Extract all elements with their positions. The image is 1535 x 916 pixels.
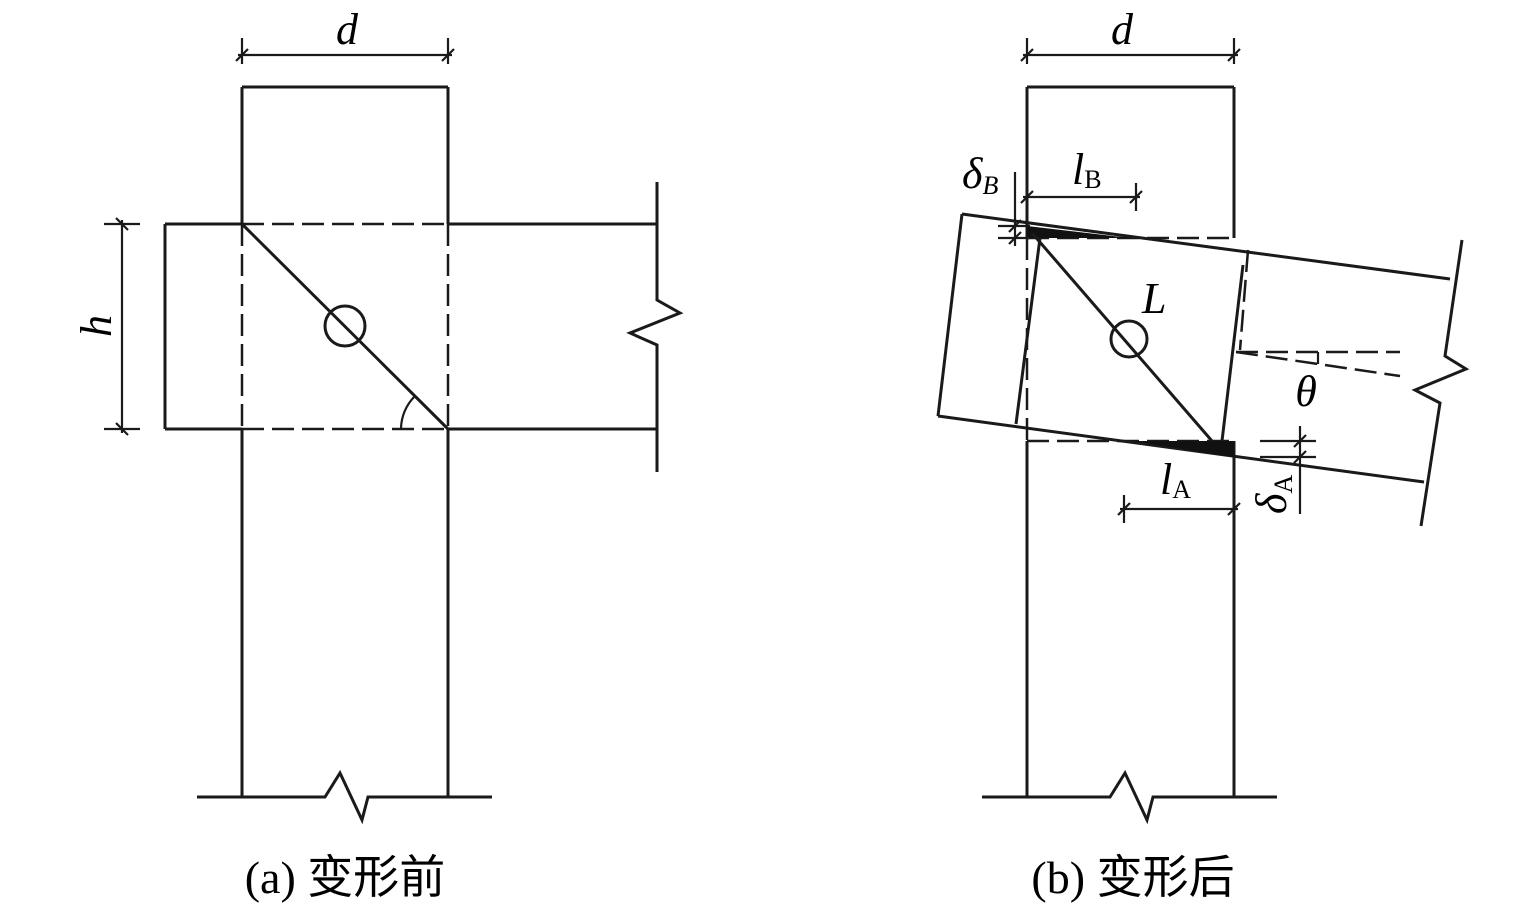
- angle-arc-a: [399, 395, 416, 430]
- bolt-label: L: [1141, 274, 1166, 323]
- dim-h-label: h: [72, 315, 121, 337]
- dim-la: lA: [1117, 455, 1241, 523]
- column-a: [240, 85, 450, 797]
- caption-b: (b) 变形后: [1031, 850, 1234, 904]
- dim-d-a: d: [235, 5, 455, 64]
- caption-a: (a) 变形前: [245, 850, 446, 904]
- joint-dashed-edges-a: [240, 222, 450, 431]
- dim-la-label: lA: [1160, 455, 1191, 504]
- gap-wedge-a: [1132, 441, 1234, 457]
- dim-delta-a: δA: [1247, 426, 1316, 514]
- beam-break-line-a: [626, 182, 684, 472]
- joint-dashed-edges-b: [1025, 236, 1250, 443]
- dim-lb: lB: [1020, 145, 1143, 211]
- beam-break-line-b: [1411, 239, 1470, 527]
- bolt-circle-a: [323, 304, 367, 348]
- dim-h: h: [72, 217, 140, 436]
- beam-a: [163, 222, 657, 431]
- column-break-line-b: [982, 769, 1277, 825]
- rotated-beam-b: [936, 212, 1451, 484]
- theta-label: θ: [1295, 367, 1317, 416]
- theta-indicator: θ: [1235, 350, 1401, 416]
- panel-a-before-deformation: d h (a) 变形前: [72, 5, 684, 904]
- bolt-circle-b: [1109, 319, 1149, 359]
- dim-lb-label: lB: [1072, 145, 1102, 194]
- dim-delta-a-label: δA: [1247, 475, 1298, 514]
- panel-b-after-deformation: L θ d lB: [936, 5, 1470, 904]
- dim-d-label-b: d: [1111, 5, 1134, 54]
- diagonal-a: [240, 222, 450, 431]
- dim-d-b: d: [1020, 5, 1241, 64]
- dim-d-label-a: d: [336, 5, 359, 54]
- dim-delta-b: δB: [962, 149, 1030, 246]
- gap-wedge-b: [1027, 226, 1130, 238]
- dim-delta-b-label: δB: [962, 149, 998, 200]
- column-break-line-a: [197, 769, 492, 825]
- diagonal-b: [1030, 232, 1214, 442]
